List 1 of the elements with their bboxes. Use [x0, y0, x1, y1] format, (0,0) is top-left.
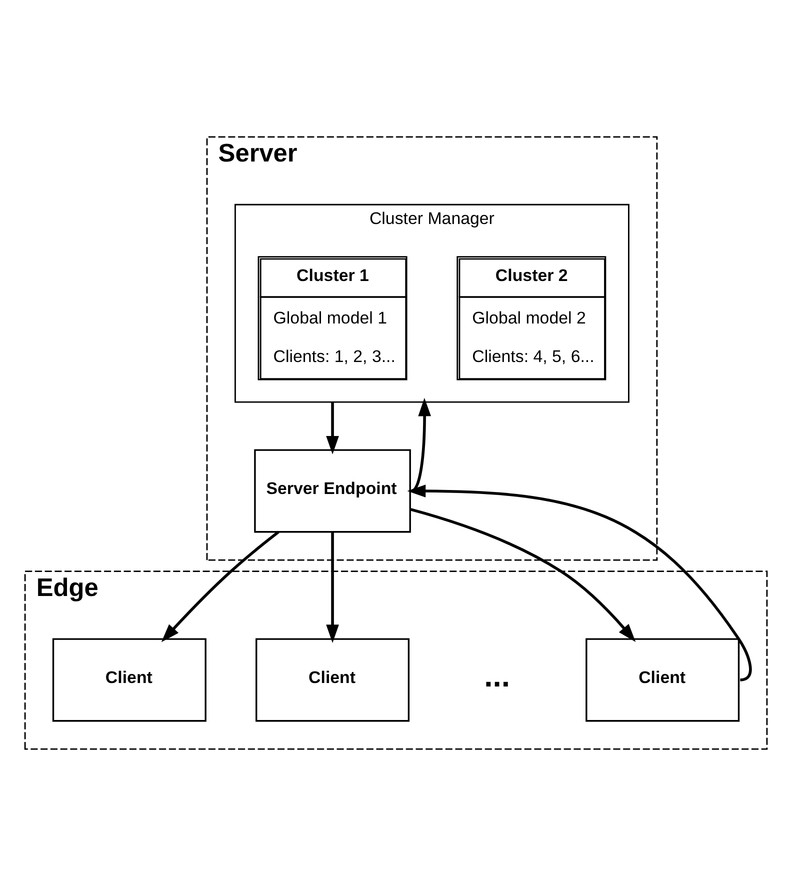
- label: ...: [484, 658, 510, 694]
